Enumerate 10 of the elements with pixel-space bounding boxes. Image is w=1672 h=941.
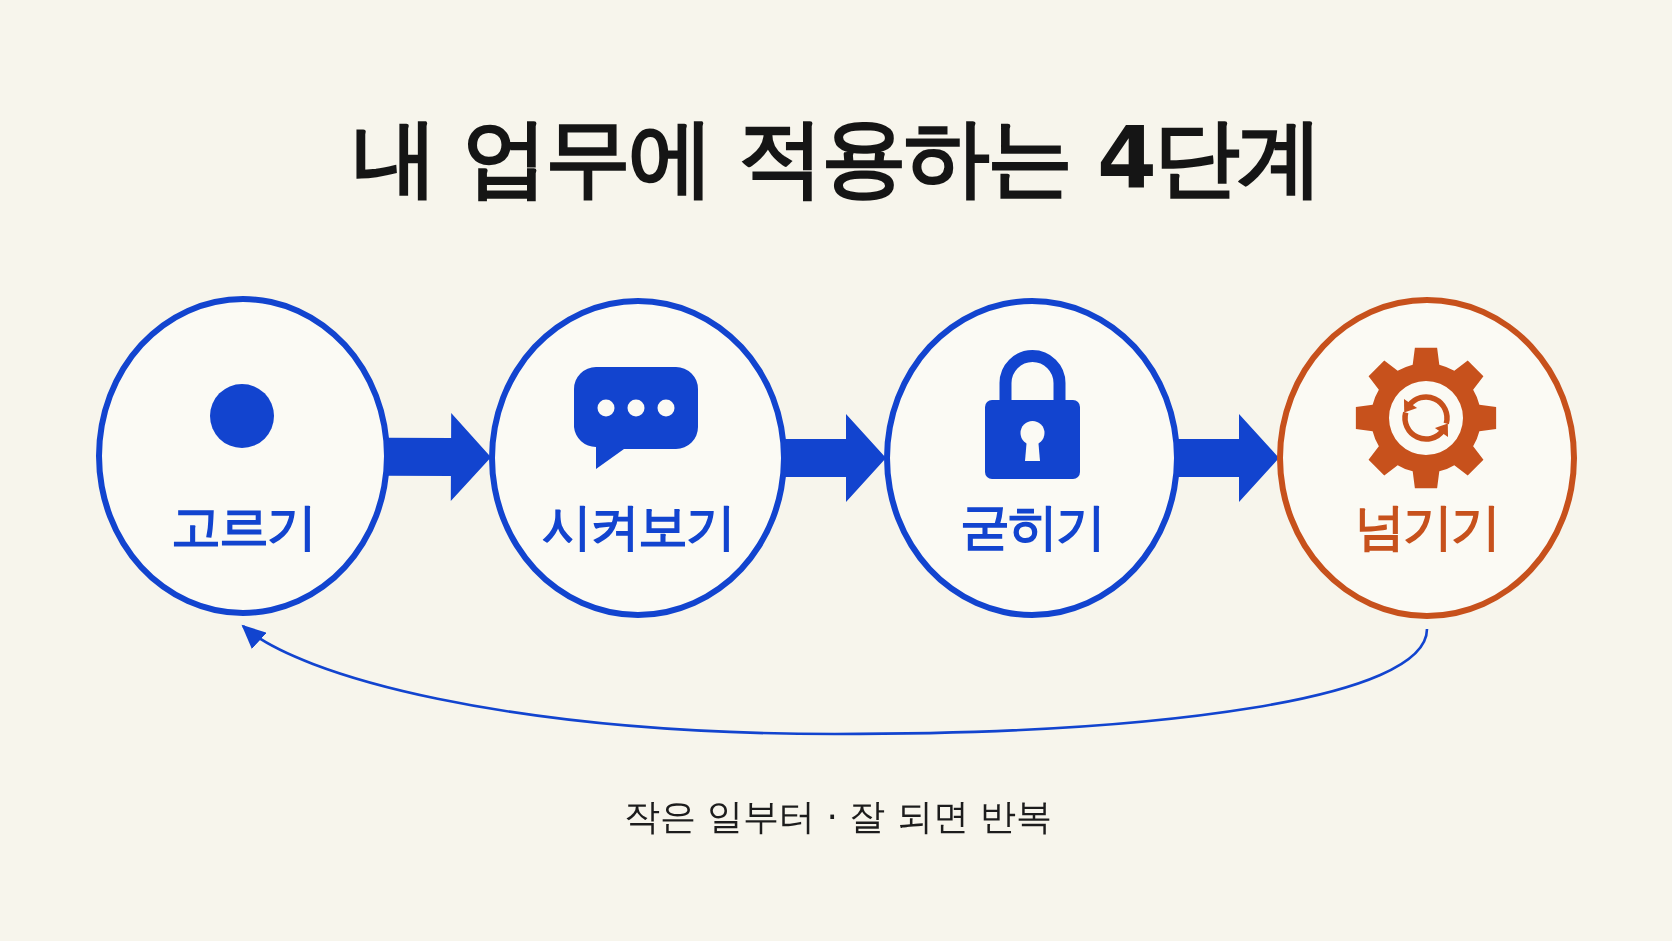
block-arrow bbox=[1178, 414, 1279, 502]
curved-arrow bbox=[241, 624, 1429, 736]
caption-text: 작은 일부터 · 잘 되면 반복 bbox=[623, 795, 1053, 839]
step-label: 시켜보기 bbox=[542, 499, 734, 555]
block-arrow bbox=[785, 414, 886, 502]
title: 내 업무에 적용하는 4단계 bbox=[352, 110, 1320, 205]
step-label: 고르기 bbox=[171, 499, 315, 555]
step-label: 넘기기 bbox=[1355, 499, 1499, 555]
step-label: 굳히기 bbox=[960, 499, 1104, 555]
block-arrow bbox=[387, 413, 491, 502]
